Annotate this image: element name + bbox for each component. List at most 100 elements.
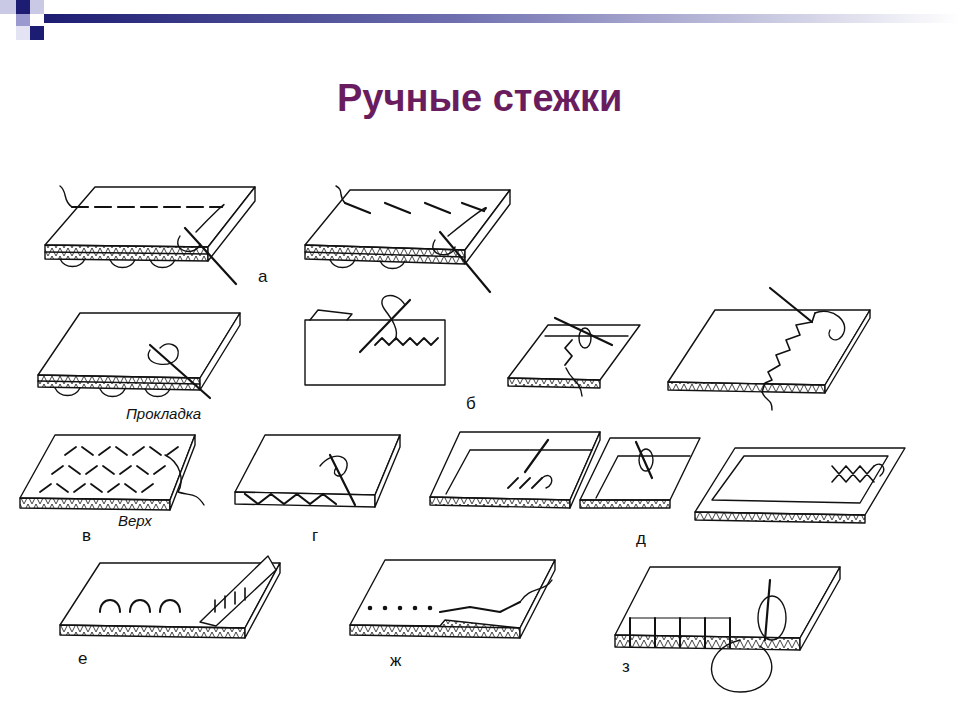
overcast-stitch-figure-part xyxy=(565,340,572,365)
part-label: Прокладка xyxy=(126,406,201,423)
overcast-stitch-figure-part xyxy=(815,311,845,339)
slanted-stitch-figure-part xyxy=(465,190,510,264)
figure-letter: ж xyxy=(390,652,401,671)
buttonhole-stitch-figure-part xyxy=(615,635,800,650)
padding-stitch-figure-part xyxy=(148,344,178,364)
overcast-stitch-figure-part xyxy=(508,378,600,388)
catch-stitch-figure xyxy=(695,448,905,523)
overcast-stitch-figure xyxy=(668,288,870,410)
overcast-stitch-figure-part xyxy=(508,325,640,380)
overcast-stitch-figure-part xyxy=(545,335,628,336)
header-decoration-part xyxy=(44,14,960,23)
hemming-stitch-figure-part xyxy=(542,476,552,488)
hemming-stitch-figure xyxy=(430,432,600,508)
backstitch-figure-part xyxy=(520,580,552,602)
header-decoration-part xyxy=(16,26,30,40)
padding-stitch-figure-part xyxy=(200,313,240,390)
overcast-stitch-figure-part xyxy=(360,300,410,352)
padding-stitch-figure-part xyxy=(38,375,200,390)
cross-stitch-figure-part xyxy=(235,435,400,495)
slanted-stitch-figure-part xyxy=(330,260,405,269)
backstitch-figure-part xyxy=(350,560,555,628)
overcast-stitch-figure-part xyxy=(825,310,870,393)
herringbone-basting-figure xyxy=(20,435,204,510)
overcast-stitch-figure-part xyxy=(375,338,438,345)
overcast-stitch-figure-part xyxy=(305,320,445,385)
catch-stitch-figure-part xyxy=(695,448,905,515)
hemming-stitch-figure-part xyxy=(580,438,700,500)
buttonhole-stitch-figure-part xyxy=(630,617,730,618)
figure-letter: г xyxy=(312,527,318,546)
herringbone-basting-figure-part xyxy=(165,455,204,505)
hemming-stitch-figure-part xyxy=(580,500,670,508)
padding-stitch-figure-part xyxy=(150,345,210,398)
header-decoration-part xyxy=(30,26,44,40)
hemming-stitch-figure-part xyxy=(430,497,570,508)
hemming-stitch-figure xyxy=(580,438,700,508)
hemming-stitch-figure-part xyxy=(446,450,592,494)
overcast-stitch-figure xyxy=(305,296,445,385)
catch-stitch-figure-part xyxy=(832,466,874,482)
catch-stitch-figure-part xyxy=(712,456,888,503)
backstitch-figure-part xyxy=(520,560,555,638)
header-decoration-part xyxy=(30,0,44,14)
buttonhole-stitch-figure-part xyxy=(758,596,786,640)
slide-title: Ручные стежки xyxy=(337,78,622,120)
slanted-stitch-figure-part xyxy=(336,186,345,203)
herringbone-basting-figure-part xyxy=(65,447,178,455)
buttonhole-stitch-figure-part xyxy=(630,618,730,648)
slanted-stitch-figure-part xyxy=(433,240,455,255)
running-stitch-figure-part xyxy=(72,206,222,208)
cross-stitch-figure-part xyxy=(330,455,355,505)
loop-stitch-figure-part xyxy=(215,588,245,612)
cross-stitch-figure-part xyxy=(320,456,347,476)
slanted-stitch-figure xyxy=(305,186,510,292)
overcast-stitch-figure-part xyxy=(382,296,405,340)
backstitch-figure xyxy=(350,560,555,638)
figure-letter: в xyxy=(82,527,91,546)
running-stitch-figure-part xyxy=(185,228,236,284)
hemming-stitch-figure-part xyxy=(525,440,548,472)
slanted-stitch-figure-part xyxy=(345,203,484,213)
header-decoration-part xyxy=(16,0,30,14)
buttonhole-stitch-figure xyxy=(615,567,840,692)
part-label: Верх xyxy=(118,513,152,530)
running-stitch-figure xyxy=(45,186,255,284)
cross-stitch-figure xyxy=(235,435,400,507)
catch-stitch-figure-part xyxy=(874,464,884,476)
stitch-illustrations-part xyxy=(20,186,905,692)
hemming-stitch-figure-part xyxy=(596,456,690,498)
overcast-stitch-figure-part xyxy=(668,382,825,393)
slanted-stitch-figure-part xyxy=(440,232,490,292)
buttonhole-stitch-figure-part xyxy=(800,567,840,650)
catch-stitch-figure-part xyxy=(695,512,865,523)
loop-stitch-figure-part xyxy=(60,625,245,638)
overcast-stitch-figure xyxy=(508,318,640,396)
herringbone-basting-figure-part xyxy=(170,435,195,510)
herringbone-basting-figure-part xyxy=(20,498,170,510)
herringbone-basting-figure-part xyxy=(40,484,153,492)
running-stitch-figure-part xyxy=(45,245,208,261)
hemming-stitch-figure-part xyxy=(508,478,542,488)
figure-letter: б xyxy=(466,395,476,414)
overcast-stitch-figure-part xyxy=(566,368,582,396)
padding-stitch-figure xyxy=(38,313,240,398)
overcast-stitch-figure-part xyxy=(555,318,612,345)
backstitch-figure-part xyxy=(350,620,520,638)
overcast-stitch-figure-part xyxy=(770,288,812,322)
herringbone-basting-figure-part xyxy=(20,435,195,500)
padding-stitch-figure-part xyxy=(38,381,200,384)
cross-stitch-figure-part xyxy=(245,494,336,504)
backstitch-figure-part xyxy=(413,606,416,609)
figure-letter: д xyxy=(636,530,646,549)
overcast-stitch-figure-part xyxy=(310,310,352,320)
buttonhole-stitch-figure-part xyxy=(765,580,770,640)
figure-letter: е xyxy=(78,650,87,669)
hemming-stitch-figure-part xyxy=(639,449,653,471)
loop-stitch-figure-part xyxy=(200,556,276,626)
running-stitch-figure-part xyxy=(196,205,224,232)
figure-letter: а xyxy=(258,268,267,287)
running-stitch-figure-part xyxy=(45,252,208,254)
herringbone-basting-figure-part xyxy=(52,466,165,474)
